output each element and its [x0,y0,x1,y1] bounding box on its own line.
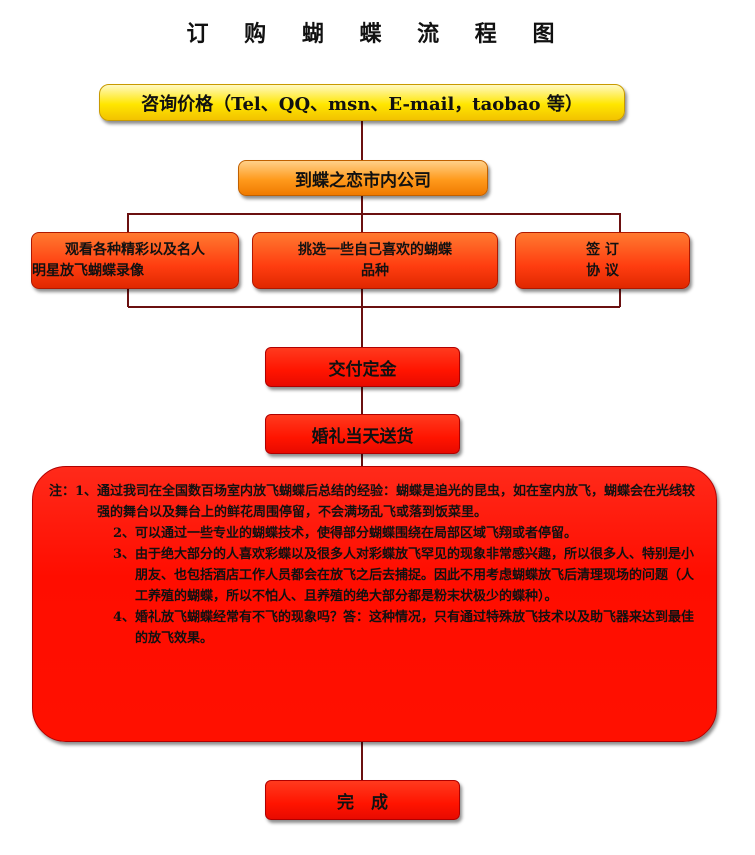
notes-panel: 注：1、 通过我司在全国数百场室内放飞蝴蝶后总结的经验：蝴蝶是追光的昆虫，如在室… [32,466,717,742]
step-wedding-delivery-label: 婚礼当天送货 [311,426,414,447]
step-consult-price-label: 咨询价格（Tel、QQ、msn、E-mail，taobao 等） [141,93,583,115]
step-pay-deposit-label: 交付定金 [328,359,397,380]
step-choose-species-line1: 挑选一些自己喜欢的蝴蝶 [298,241,452,258]
note-item-1-text: 通过我司在全国数百场室内放飞蝴蝶后总结的经验：蝴蝶是追光的昆虫，如在室内放飞，蝴… [97,484,696,520]
step-visit-company: 到蝶之恋市内公司 [238,160,488,196]
step-pay-deposit: 交付定金 [265,347,460,387]
note-item-1: 注：1、 通过我司在全国数百场室内放飞蝴蝶后总结的经验：蝴蝶是追光的昆虫，如在室… [49,481,702,523]
step-complete-label: 完 成 [337,792,388,813]
step-sign-agreement-line2: 协 议 [586,262,619,279]
note-prefix: 注：1、 [49,484,98,499]
step-choose-species-line2: 品种 [361,262,389,279]
step-watch-videos: 观看各种精彩以及名人 明星放飞蝴蝶录像 [31,232,239,289]
note-item-2-text: 可以通过一些专业的蝴蝶技术，使得部分蝴蝶围绕在局部区域飞翔或者停留。 [135,526,578,541]
diagram-title: 订 购 蝴 蝶 流 程 图 [186,21,569,47]
note-item-4: 4、 婚礼放飞蝴蝶经常有不飞的现象吗？答：这种情况，只有通过特殊放飞技术以及助飞… [113,607,702,649]
step-visit-company-label: 到蝶之恋市内公司 [295,170,431,191]
step-sign-agreement-line1: 签 订 [586,241,619,258]
note-item-2: 2、 可以通过一些专业的蝴蝶技术，使得部分蝴蝶围绕在局部区域飞翔或者停留。 [113,523,702,544]
step-wedding-delivery: 婚礼当天送货 [265,414,460,454]
note-item-3: 3、 由于绝大部分的人喜欢彩蝶以及很多人对彩蝶放飞罕见的现象非常感兴趣，所以很多… [113,544,702,607]
connector-branch-top [127,213,621,232]
note-item-3-text: 由于绝大部分的人喜欢彩蝶以及很多人对彩蝶放飞罕见的现象非常感兴趣，所以很多人、特… [135,547,695,604]
note-item-4-number: 4、 [113,610,136,625]
step-sign-agreement: 签 订 协 议 [515,232,690,289]
note-item-3-number: 3、 [113,547,136,562]
note-item-2-number: 2、 [113,526,136,541]
step-consult-price: 咨询价格（Tel、QQ、msn、E-mail，taobao 等） [99,84,625,121]
note-item-4-text: 婚礼放飞蝴蝶经常有不飞的现象吗？答：这种情况，只有通过特殊放飞技术以及助飞器来达… [135,610,695,646]
step-choose-species: 挑选一些自己喜欢的蝴蝶 品种 [252,232,498,289]
step-watch-videos-line1: 观看各种精彩以及名人 [65,241,205,258]
step-watch-videos-line2: 明星放飞蝴蝶录像 [32,262,144,279]
step-complete: 完 成 [265,780,460,820]
